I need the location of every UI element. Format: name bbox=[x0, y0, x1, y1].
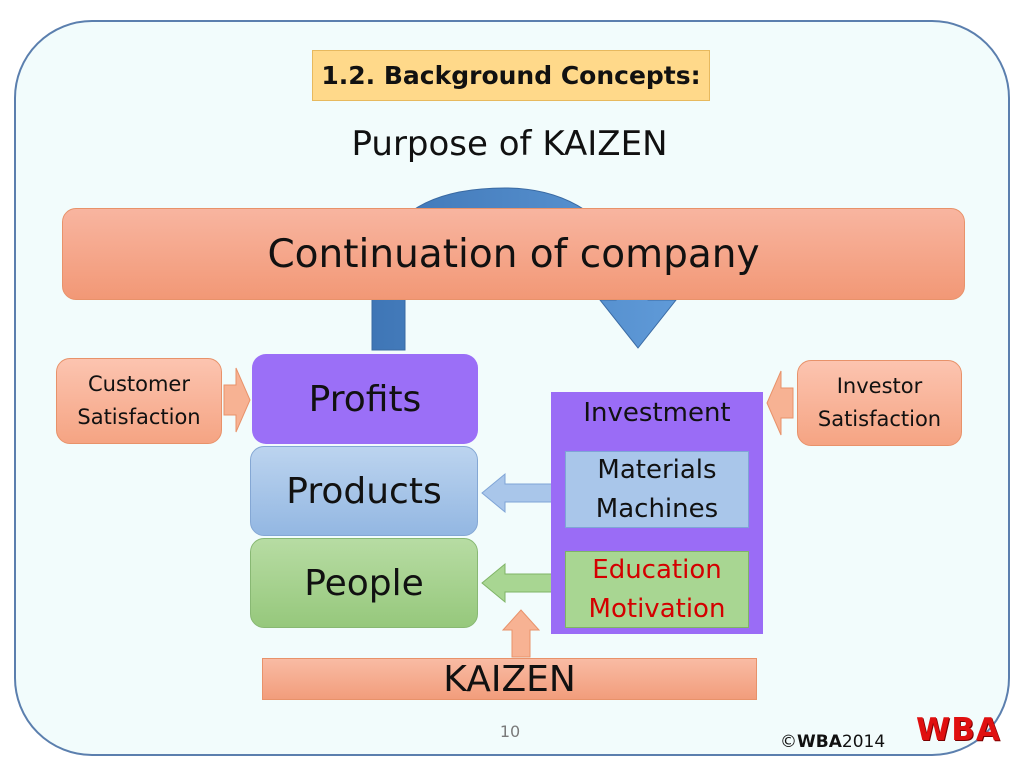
continuation-of-company-box: Continuation of company bbox=[62, 208, 965, 300]
materials-machines-box: Materials Machines bbox=[565, 451, 749, 528]
page-number: 10 bbox=[499, 722, 521, 741]
arrow-left-icon bbox=[481, 562, 563, 604]
people-box: People bbox=[250, 538, 478, 628]
education-label: Education bbox=[592, 554, 722, 585]
people-label: People bbox=[304, 562, 424, 604]
copyright-org: WBA bbox=[797, 732, 842, 752]
investment-label: Investment bbox=[583, 398, 731, 428]
copyright-notice: ©WBA2014 bbox=[780, 732, 885, 752]
materials-label: Materials bbox=[597, 454, 717, 485]
arrow-up-icon bbox=[501, 609, 541, 658]
investor-satisfaction-line-2: Satisfaction bbox=[817, 407, 942, 431]
investor-satisfaction-box: Investor Satisfaction bbox=[797, 360, 962, 446]
arrow-left-icon bbox=[481, 472, 563, 514]
arrow-right-icon bbox=[223, 367, 251, 433]
customer-satisfaction-box: Customer Satisfaction bbox=[56, 358, 222, 444]
copyright-year: 2014 bbox=[841, 732, 886, 752]
customer-satisfaction-line-2: Satisfaction bbox=[77, 405, 201, 429]
slide-title-text: 1.2. Background Concepts: bbox=[321, 61, 701, 90]
kaizen-box: KAIZEN bbox=[262, 658, 757, 700]
profits-box: Profits bbox=[252, 354, 478, 444]
products-box: Products bbox=[250, 446, 478, 536]
customer-satisfaction-line-1: Customer bbox=[87, 372, 190, 396]
wba-logo: WBA bbox=[916, 712, 1001, 748]
education-motivation-box: Education Motivation bbox=[565, 551, 749, 628]
profits-label: Profits bbox=[308, 378, 422, 420]
slide-title: 1.2. Background Concepts: bbox=[312, 50, 710, 101]
arrow-left-icon bbox=[766, 370, 794, 436]
diagram-subtitle: Purpose of KAIZEN bbox=[351, 124, 668, 164]
motivation-label: Motivation bbox=[588, 593, 726, 624]
products-label: Products bbox=[286, 470, 442, 512]
machines-label: Machines bbox=[595, 493, 719, 524]
copyright-symbol: © bbox=[780, 732, 797, 752]
kaizen-label: KAIZEN bbox=[443, 658, 576, 700]
continuation-label: Continuation of company bbox=[267, 231, 760, 277]
investor-satisfaction-line-1: Investor bbox=[836, 374, 923, 398]
